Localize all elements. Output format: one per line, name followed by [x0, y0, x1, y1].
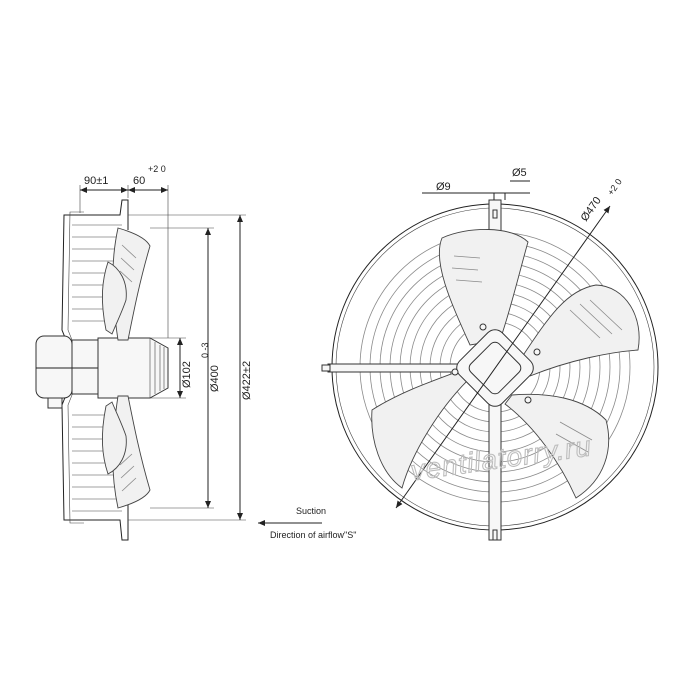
hub — [97, 337, 169, 399]
front-view: Ø9 Ø5 Ø470 +2 0 — [321, 167, 659, 541]
dimension-hub-diameter: Ø102 — [150, 337, 193, 399]
dimension-depth-total: 90±1 — [79, 175, 129, 213]
dim-slot-label: Ø9 — [436, 181, 451, 193]
dimension-depth-guard: 60 +2 0 — [128, 164, 169, 338]
dim-impeller-diameter-tolerance: 0 -3 — [200, 342, 210, 358]
dim-depth-guard-label: 60 — [133, 175, 145, 187]
dimension-impeller-diameter: Ø400 0 -3 — [150, 227, 221, 509]
dim-overall-diameter-label: Ø422±2 — [241, 361, 253, 400]
dim-depth-total-label: 90±1 — [84, 175, 108, 187]
side-view: 90±1 60 +2 0 Ø102 Ø400 0 -3 — [35, 164, 356, 541]
dim-impeller-diameter-label: Ø400 — [209, 365, 221, 392]
dim-hub-diameter-label: Ø102 — [181, 361, 193, 388]
dim-slot-width-label: Ø5 — [512, 167, 527, 179]
motor — [35, 335, 99, 409]
dim-depth-guard-tolerance: +2 0 — [148, 164, 166, 174]
guard-profile — [61, 199, 129, 541]
guard-rings-lower — [72, 414, 122, 512]
airflow-indicator: Suction Direction of airflow"S" — [258, 506, 356, 540]
suction-label: Suction — [296, 506, 326, 516]
fasteners — [451, 323, 541, 404]
blades-side — [101, 227, 151, 509]
dimension-slot: Ø9 Ø5 — [422, 167, 530, 200]
dim-bolt-circle-tolerance: +2 0 — [605, 177, 623, 197]
dimension-overall-diameter: Ø422±2 — [128, 214, 253, 521]
airflow-direction-label: Direction of airflow"S" — [270, 530, 356, 540]
